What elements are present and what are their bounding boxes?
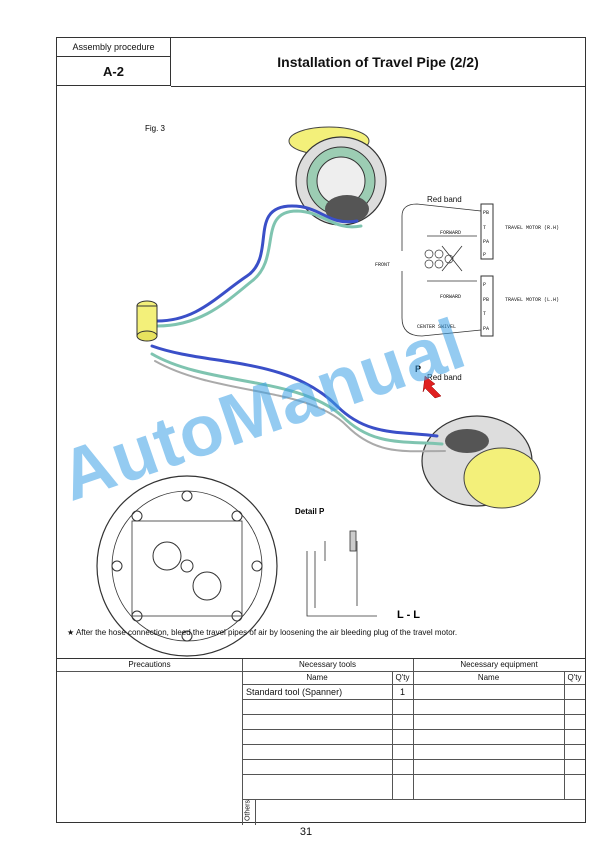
page-title: Installation of Travel Pipe (2/2): [171, 38, 585, 87]
air-bleed-note: ★ After the hose connection, bleed the t…: [67, 628, 458, 637]
hose-schematic: Red band Red band PB T PA P P PB T PA TR…: [375, 195, 559, 382]
svg-text:PA: PA: [483, 326, 489, 332]
right-motor-ports: [480, 203, 494, 260]
others-label: Others: [244, 800, 252, 822]
svg-text:PA: PA: [483, 239, 489, 245]
travel-motor-lh-label: TRAVEL MOTOR (L.H): [505, 297, 559, 303]
svg-text:PB: PB: [483, 297, 489, 303]
hose-blue-upper: [155, 204, 359, 323]
header-left-box: Assembly procedure A-2: [57, 38, 171, 86]
tools-qty-col: Q'ty: [395, 673, 410, 682]
hose-grey-lower: [154, 360, 446, 453]
page-frame: Assembly procedure A-2 Installation of T…: [56, 37, 586, 825]
detail-p-arrow: P: [415, 364, 442, 399]
hose-blue-lower: [150, 344, 439, 438]
equipment-qty-col: Q'ty: [567, 673, 582, 682]
travel-motor-rh-label: TRAVEL MOTOR (R.H): [505, 225, 559, 231]
svg-text:T: T: [483, 311, 486, 317]
lower-travel-motor: [421, 415, 541, 509]
necessary-equipment-header: Necessary equipment: [460, 660, 538, 669]
detail-p-marker: P: [415, 364, 421, 374]
necessary-tools-header: Necessary tools: [299, 660, 356, 669]
center-swivel-joint: [136, 300, 158, 342]
center-swivel-label: CENTER SWIVEL: [417, 324, 456, 330]
section-ll-label: L - L: [397, 609, 420, 621]
bottom-table: Precautions Necessary tools Necessary eq…: [57, 658, 585, 825]
procedure-code: A-2: [103, 64, 124, 79]
tool-1-name: Standard tool (Spanner): [246, 687, 343, 697]
svg-text:PB: PB: [483, 210, 489, 216]
precautions-header: Precautions: [128, 660, 171, 669]
hose-green-upper: [155, 209, 363, 328]
tools-name-col: Name: [306, 673, 328, 682]
motor-flange-detail: [96, 475, 278, 657]
fig-label: Fig. 3: [145, 124, 166, 133]
page-number: 31: [299, 826, 313, 838]
assembly-procedure-caption: Assembly procedure: [57, 38, 170, 57]
section-view-ll: [306, 530, 377, 617]
left-motor-ports: [480, 275, 494, 337]
detail-p-label: Detail P: [295, 507, 325, 516]
forward-top-label: FORWARD: [440, 230, 461, 236]
tool-1-qty: 1: [399, 687, 405, 697]
installation-figure: Fig. 3: [96, 124, 559, 657]
svg-text:T: T: [483, 225, 486, 231]
red-band-top-label: Red band: [427, 195, 462, 204]
forward-bottom-label: FORWARD: [440, 294, 461, 300]
red-band-bottom-label: Red band: [427, 373, 462, 382]
front-label: FRONT: [375, 262, 390, 268]
travel-hoses: [150, 204, 446, 453]
equipment-name-col: Name: [477, 673, 500, 682]
hose-green-lower: [150, 352, 444, 446]
svg-text:P: P: [483, 252, 486, 258]
svg-text:P: P: [483, 282, 486, 288]
